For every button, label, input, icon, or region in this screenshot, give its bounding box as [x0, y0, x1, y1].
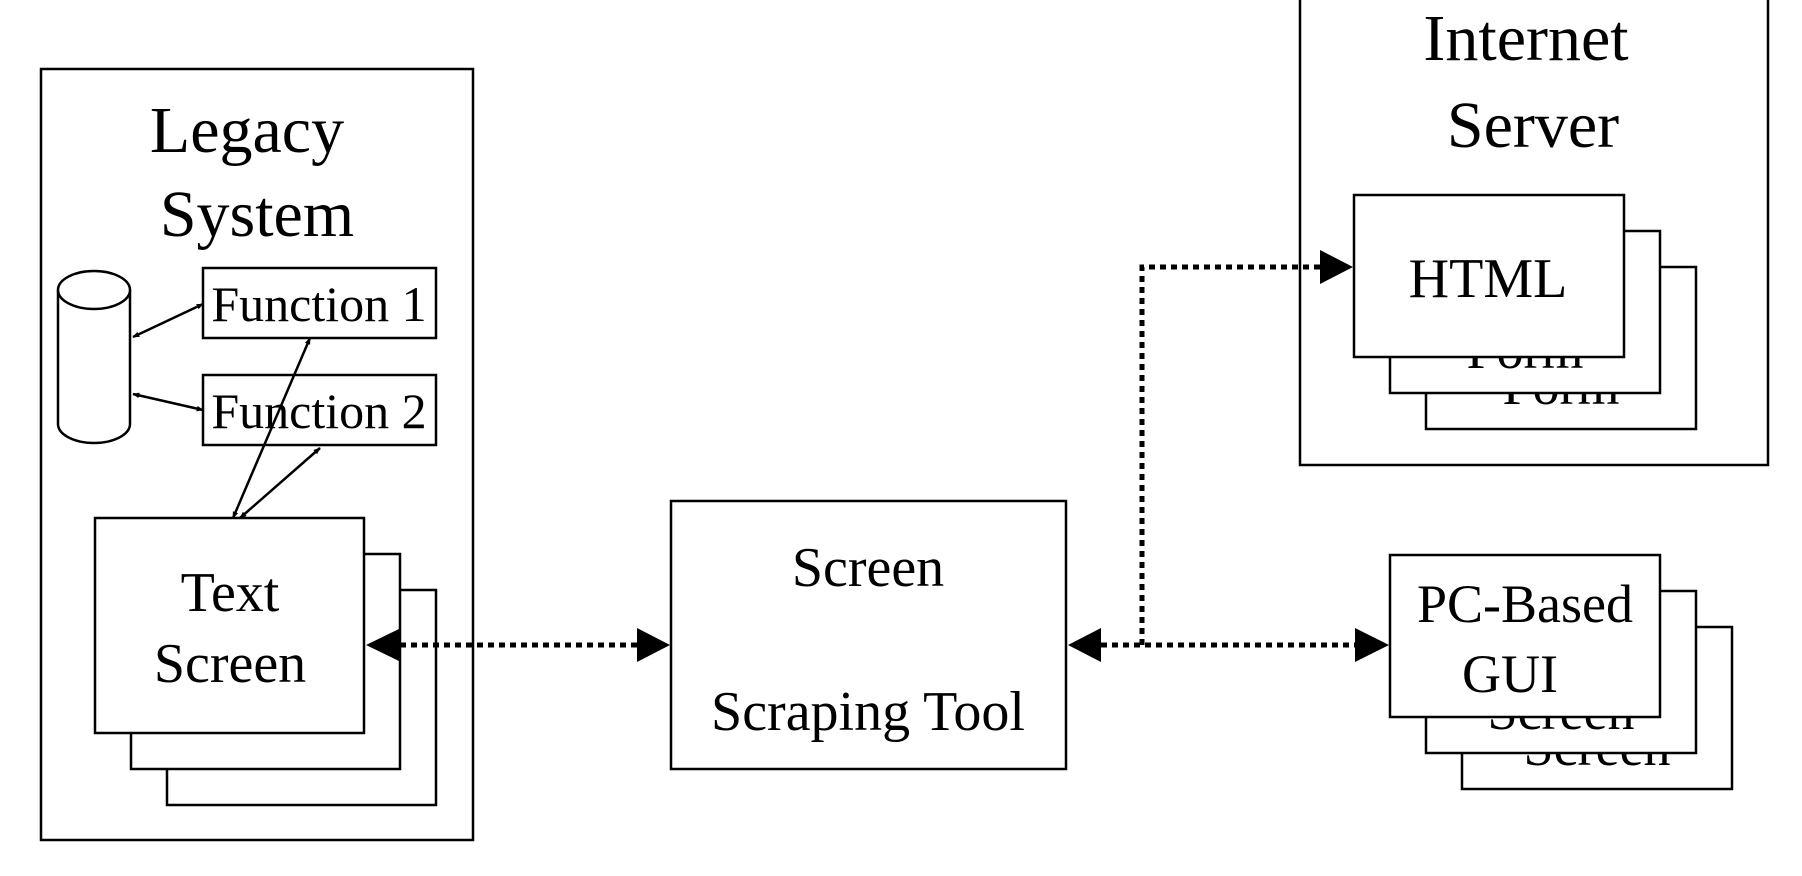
db-function2-arrow	[132, 392, 204, 412]
html-front-page	[1352, 193, 1626, 359]
tool-right-arrowhead	[1068, 628, 1101, 662]
text-screen-label-line2: Screen	[154, 633, 306, 695]
function-2-label: Function 2	[211, 383, 426, 439]
legacy-system-group: Legacy System Function 1 Function 2 Text…	[39, 67, 475, 842]
screen-scraping-tool-box	[669, 499, 1068, 771]
gui-front-page	[1388, 553, 1662, 719]
gui-arrowhead	[1355, 628, 1389, 662]
function-1-label: Function 1	[211, 276, 426, 332]
pc-gui-group: Screen Screen PC-Based GUI	[1388, 553, 1734, 791]
legacy-arrowhead	[366, 628, 401, 662]
text-screen-front-page	[93, 516, 366, 735]
database-icon	[56, 269, 132, 445]
db-function1-arrow	[132, 302, 204, 339]
legacy-system-title-line1: Legacy	[150, 94, 344, 167]
screen-scraping-tool-group: Screen Scraping Tool	[669, 499, 1068, 771]
pc-gui-label-line1: PC-Based	[1417, 574, 1633, 634]
internet-server-group: Internet Server Form Form HTML	[1298, 0, 1770, 467]
tool-to-html-connector	[1139, 264, 1320, 645]
scraping-tool-label-line1: Screen	[792, 537, 944, 599]
pc-gui-label-line2: GUI	[1462, 644, 1558, 704]
scraping-tool-label-line2: Scraping Tool	[711, 681, 1025, 743]
html-page-label: HTML	[1409, 248, 1568, 310]
text-screen-label-line1: Text	[181, 562, 280, 624]
screen-function2-arrow	[239, 447, 321, 519]
html-arrowhead	[1320, 250, 1353, 284]
internet-server-title-line2: Server	[1447, 89, 1619, 162]
internet-server-title-line1: Internet	[1423, 2, 1628, 75]
tool-left-arrowhead	[637, 628, 670, 662]
connectors	[366, 250, 1389, 662]
legacy-system-title-line2: System	[160, 178, 354, 251]
function-1-box	[201, 266, 438, 340]
